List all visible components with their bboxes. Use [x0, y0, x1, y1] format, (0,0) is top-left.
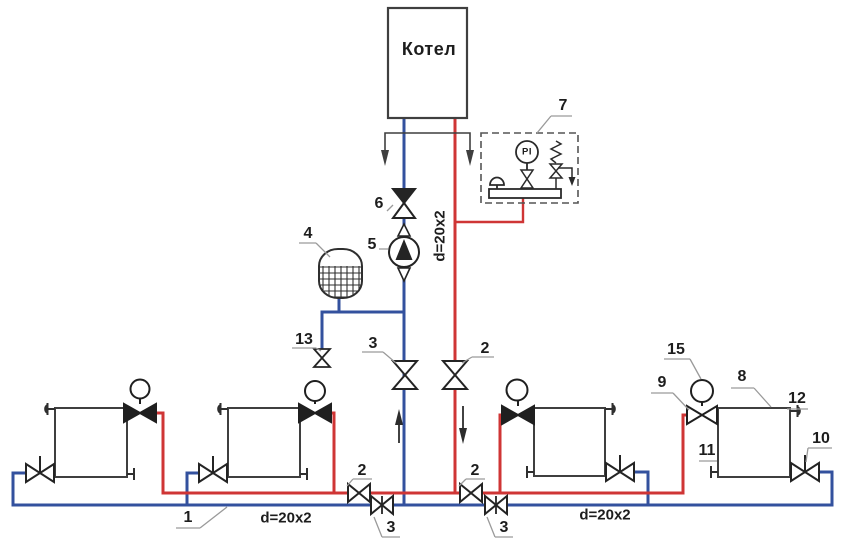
- thermostatic-head-radiator-1: [129, 378, 151, 400]
- check-valve-symbol: [390, 188, 418, 219]
- safety-group-border: [480, 132, 579, 204]
- flow-arrow-up-return: [395, 409, 403, 443]
- callout-11-plug: 11: [698, 442, 716, 459]
- callout-12-air-vent: 12: [788, 390, 806, 407]
- balancing-valve-3-riser: [390, 360, 420, 390]
- callout-4-expansion-tank: 4: [303, 225, 313, 242]
- pressure-gauge-icon: [515, 140, 539, 189]
- callout-2-riser-valve: 2: [480, 340, 490, 357]
- pump-symbol: [388, 222, 420, 283]
- safety-group-manifold: [488, 188, 562, 199]
- shutoff-valve-2-right: [459, 481, 483, 505]
- safety-group: [480, 132, 579, 204]
- thermostatic-valve-radiator-2: [298, 380, 332, 424]
- thermostatic-valve-radiator-1: [123, 378, 157, 424]
- callout-6-check-valve: 6: [374, 195, 384, 212]
- callout-2-right: 2: [470, 462, 480, 479]
- callout-15-thermo-head: 15: [667, 341, 685, 358]
- return-pipe-blue: [11, 118, 834, 507]
- callout-5-pump: 5: [367, 236, 377, 253]
- callout-10-return-valve: 10: [812, 430, 830, 447]
- air-vent-radiator-3: [605, 403, 616, 415]
- pressure-gauge-label: PI: [522, 146, 532, 158]
- balancing-valve-3-left: [370, 493, 394, 517]
- thermostatic-valve-radiator-3: [501, 378, 535, 426]
- shutoff-valve-2-riser: [440, 360, 470, 390]
- callout-3-left: 3: [386, 519, 396, 536]
- plug-radiator-2: [300, 468, 308, 480]
- thermostatic-valve-9: [686, 379, 718, 426]
- balancing-valve-3-right: [484, 493, 508, 517]
- pipe-size-label-right: d=20x2: [579, 506, 631, 524]
- air-vent-radiator-1: [44, 403, 55, 415]
- callout-3-riser-valve: 3: [368, 335, 378, 352]
- flow-direction-bracket: [381, 132, 474, 166]
- auto-air-vent-icon: [489, 176, 505, 189]
- thermostatic-head-radiator-3: [505, 378, 529, 402]
- safety-relief-valve-icon: [548, 140, 576, 189]
- thermostatic-head-radiator-2: [304, 380, 326, 402]
- boiler-outline: [386, 6, 469, 120]
- callout-9-thermo-valve: 9: [657, 374, 667, 391]
- radiator-1: [54, 407, 128, 478]
- drain-valve-13: [311, 348, 333, 368]
- return-valve-radiator-3: [605, 455, 635, 483]
- radiator-4: [717, 407, 791, 478]
- callout-1-return-main: 1: [183, 509, 193, 526]
- thermostatic-head-15: [690, 379, 714, 403]
- radiator-3: [533, 407, 606, 477]
- callout-7-safety-group: 7: [558, 97, 568, 114]
- boiler-label: Котел: [401, 39, 457, 59]
- callout-2-left: 2: [357, 462, 367, 479]
- pipe-size-label-riser: d=20x2: [431, 210, 449, 262]
- callout-13-drain-valve: 13: [295, 331, 313, 348]
- plug-11: [710, 466, 718, 478]
- callout-3-right: 3: [499, 519, 509, 536]
- expansion-tank-symbol: [318, 248, 363, 299]
- flow-arrow-down-supply: [459, 406, 467, 444]
- pipe-size-label-left: d=20x2: [260, 509, 312, 527]
- shutoff-valve-2-left: [347, 481, 371, 505]
- supply-pipe-red: [157, 118, 689, 495]
- air-vent-radiator-2: [217, 403, 228, 415]
- plug-radiator-1: [127, 468, 135, 480]
- callout-8-radiator: 8: [737, 368, 747, 385]
- radiator-2: [227, 407, 301, 478]
- return-valve-radiator-1: [25, 456, 55, 484]
- leader-lines: [176, 115, 832, 538]
- return-valve-radiator-2: [198, 456, 228, 484]
- plug-radiator-3: [526, 466, 534, 478]
- return-valve-10: [790, 455, 820, 483]
